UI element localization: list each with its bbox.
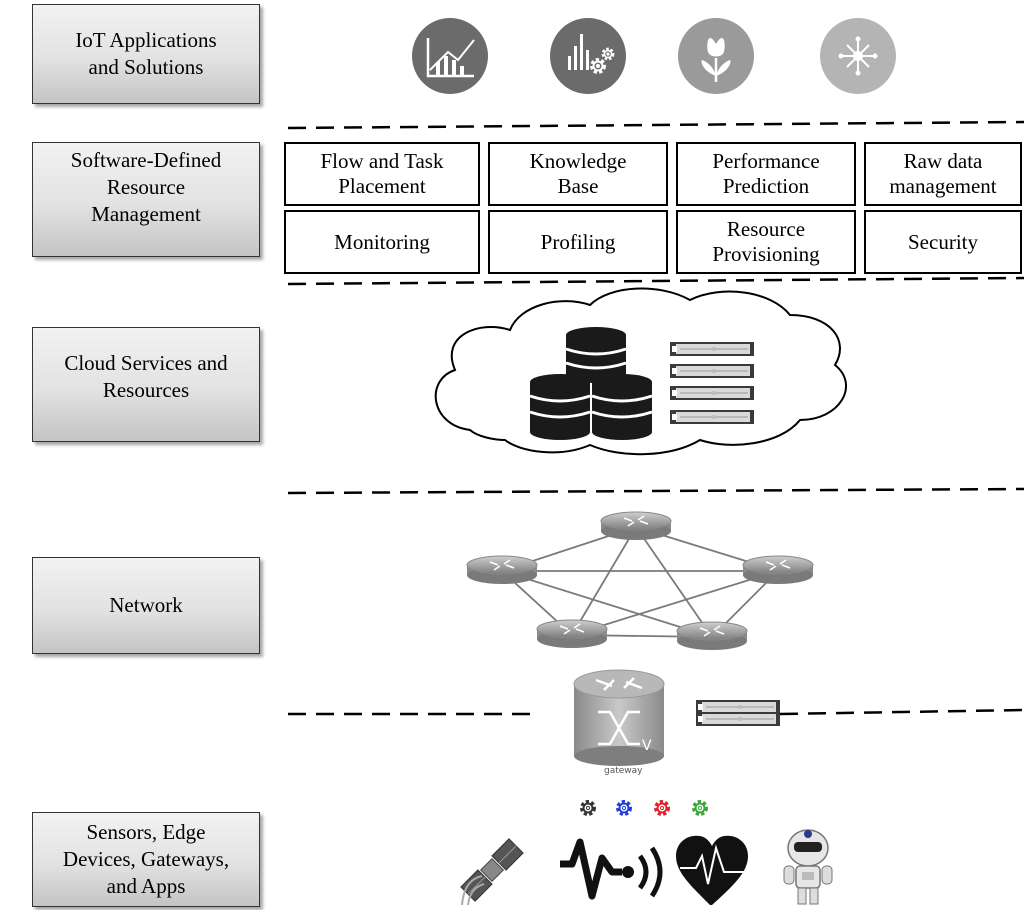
layer-software-defined-resource-management: Software-Defined Resource Management bbox=[32, 142, 260, 257]
layer-cloud-services: Cloud Services and Resources bbox=[32, 327, 260, 442]
analytics-chart-icon bbox=[412, 18, 488, 94]
layer-iot-applications: IoT Applications and Solutions bbox=[32, 4, 260, 104]
module-monitoring: Monitoring bbox=[284, 210, 480, 274]
separator-line-3 bbox=[287, 487, 1024, 495]
heart-rate-icon bbox=[676, 835, 748, 905]
router-mesh-icon bbox=[466, 511, 814, 651]
colored-gears-icon bbox=[580, 800, 708, 816]
module-flow-task-placement: Flow and Task Placement bbox=[284, 142, 480, 206]
module-knowledge-base: Knowledge Base bbox=[488, 142, 668, 206]
layer-network: Network bbox=[32, 557, 260, 654]
gateway-label: gateway bbox=[604, 766, 643, 776]
agriculture-tulip-icon bbox=[678, 18, 754, 94]
svg-text:V: V bbox=[642, 738, 652, 754]
gateway-router-icon: V bbox=[573, 669, 665, 766]
network-hub-icon bbox=[820, 18, 896, 94]
layer-sensors-edge-devices: Sensors, Edge Devices, Gateways, and App… bbox=[32, 812, 260, 907]
module-raw-data-management: Raw data management bbox=[864, 142, 1022, 206]
module-performance-prediction: Performance Prediction bbox=[676, 142, 856, 206]
signal-wave-icon bbox=[560, 838, 663, 900]
separator-line-1 bbox=[287, 120, 1024, 130]
database-cluster-icon bbox=[529, 327, 653, 440]
robot-icon bbox=[783, 829, 833, 905]
data-gears-icon bbox=[550, 18, 626, 94]
separator-line-2 bbox=[287, 276, 1024, 286]
module-profiling: Profiling bbox=[488, 210, 668, 274]
satellite-icon bbox=[460, 838, 524, 906]
module-resource-provisioning: Resource Provisioning bbox=[676, 210, 856, 274]
separator-line-4b bbox=[779, 708, 1024, 716]
gateway-server-icon bbox=[695, 699, 781, 727]
module-security: Security bbox=[864, 210, 1022, 274]
